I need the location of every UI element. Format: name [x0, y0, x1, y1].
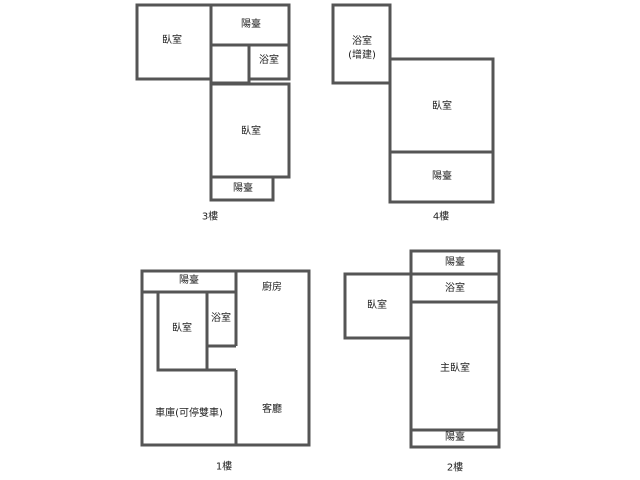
floor-2-plan — [343, 249, 501, 449]
f3-bedroom-main-label: 臥室 — [241, 126, 261, 137]
floor-3-title: 3樓 — [201, 211, 219, 223]
floor-2-title: 2樓 — [446, 462, 464, 474]
f4-balcony-wall — [388, 150, 495, 204]
f1-kitchen-label: 廚房 — [262, 282, 282, 293]
f2-bath-label: 浴室 — [445, 283, 465, 294]
f2-balcony-bottom-wall — [409, 428, 501, 449]
floor-1-title: 1樓 — [215, 461, 233, 473]
f2-balcony-bottom-label: 陽臺 — [445, 432, 465, 443]
floor-4-title: 4樓 — [432, 211, 450, 223]
floor-3-plan — [135, 3, 291, 202]
f2-bedroom-label: 臥室 — [367, 300, 387, 311]
floor-4-plan — [331, 3, 495, 204]
f3-balcony-bottom-wall — [209, 175, 275, 202]
f1-bath-label: 浴室 — [211, 313, 231, 324]
f4-balcony-label: 陽臺 — [432, 171, 452, 182]
f3-hall-wall — [209, 43, 251, 85]
floor-1-plan — [140, 269, 311, 447]
f4-bedroom-label: 臥室 — [432, 101, 452, 112]
f1-garage-label: 車庫(可停雙車) — [155, 408, 223, 419]
f3-bath-label: 浴室 — [259, 55, 279, 66]
f4-bath-label: 浴室 — [352, 36, 372, 47]
f4-bath-wall — [331, 3, 392, 85]
f3-balcony-top-label: 陽臺 — [241, 19, 261, 30]
f3-bedroom-left-label: 臥室 — [162, 35, 182, 46]
f2-balcony-top-label: 陽臺 — [445, 257, 465, 268]
f3-bath-wall — [247, 43, 291, 81]
f1-balcony-label: 陽臺 — [179, 275, 199, 286]
f1-bedroom-label: 臥室 — [172, 323, 192, 334]
f1-outer-wall — [140, 269, 311, 447]
f1-living-label: 客廳 — [262, 404, 282, 415]
f2-master-bedroom-label: 主臥室 — [440, 363, 470, 374]
f4-bath-note: (增建) — [348, 50, 376, 61]
f1-bedroom-wall — [156, 290, 209, 372]
f3-balcony-bottom-label: 陽臺 — [233, 183, 253, 194]
